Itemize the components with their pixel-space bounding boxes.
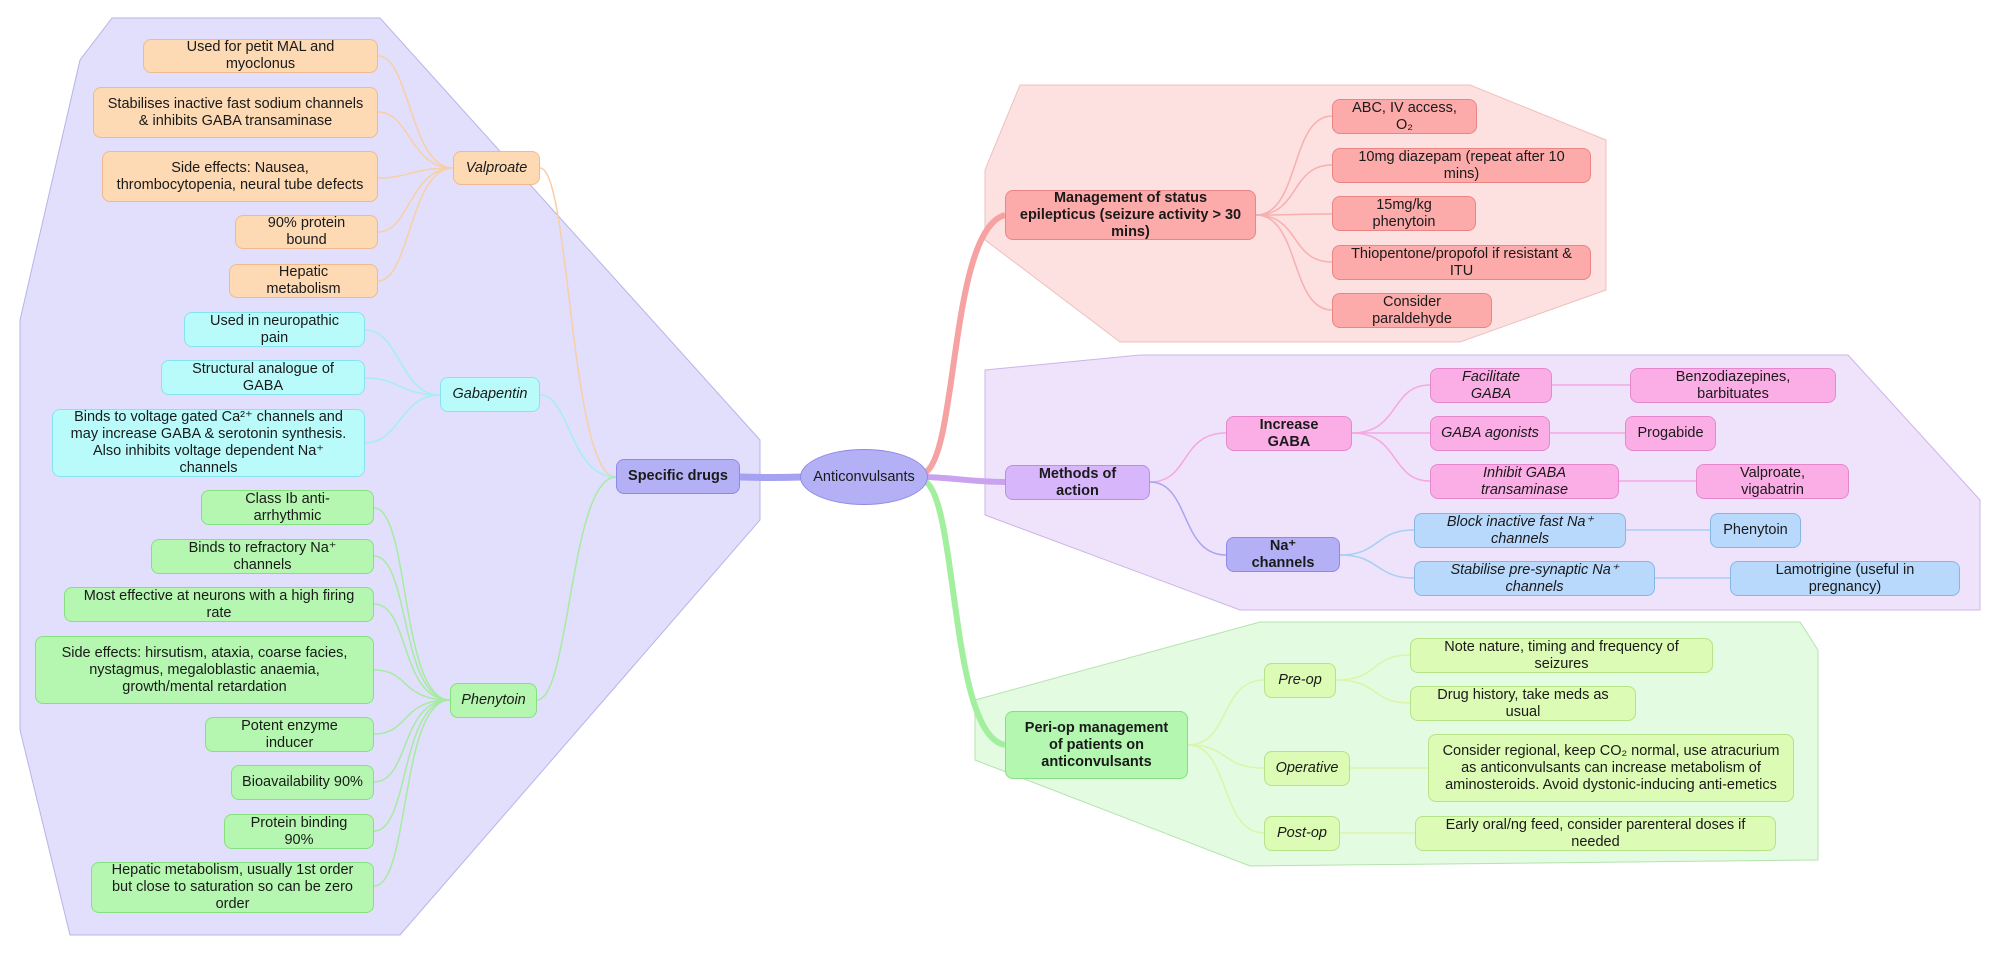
na-channels-node[interactable]: Na⁺ channels bbox=[1226, 537, 1340, 572]
phenytoin-point[interactable]: Potent enzyme inducer bbox=[205, 717, 374, 752]
phenytoin-point[interactable]: Protein binding 90% bbox=[224, 814, 374, 849]
na-example[interactable]: Lamotrigine (useful in pregnancy) bbox=[1730, 561, 1960, 596]
specific-drugs-node[interactable]: Specific drugs bbox=[616, 459, 740, 494]
gaba-mechanism[interactable]: GABA agonists bbox=[1430, 416, 1550, 451]
phenytoin-node[interactable]: Phenytoin bbox=[450, 683, 537, 718]
gabapentin-node[interactable]: Gabapentin bbox=[440, 377, 540, 412]
specific-drugs-region bbox=[19, 17, 761, 936]
na-links bbox=[1339, 529, 1730, 579]
peri-op-node[interactable]: Peri-op management of patients on antico… bbox=[1005, 711, 1188, 779]
valproate-point[interactable]: Stabilises inactive fast sodium channels… bbox=[93, 87, 378, 138]
status-step[interactable]: ABC, IV access, O₂ bbox=[1332, 99, 1477, 134]
na-example[interactable]: Phenytoin bbox=[1710, 513, 1801, 548]
phenytoin-point[interactable]: Binds to refractory Na⁺ channels bbox=[151, 539, 374, 574]
gaba-example[interactable]: Progabide bbox=[1625, 416, 1716, 451]
gabapentin-point[interactable]: Structural analogue of GABA bbox=[161, 360, 365, 395]
gaba-example[interactable]: Benzodiazepines, barbituates bbox=[1630, 368, 1836, 403]
phenytoin-point[interactable]: Hepatic metabolism, usually 1st order bu… bbox=[91, 862, 374, 913]
valproate-point[interactable]: Used for petit MAL and myoclonus bbox=[143, 39, 378, 73]
pre-op-node[interactable]: Pre-op bbox=[1264, 663, 1336, 698]
valproate-point[interactable]: 90% protein bound bbox=[235, 215, 378, 249]
increase-gaba-node[interactable]: Increase GABA bbox=[1226, 416, 1352, 451]
status-step[interactable]: 15mg/kg phenytoin bbox=[1332, 196, 1476, 231]
na-mechanism[interactable]: Block inactive fast Na⁺ channels bbox=[1414, 513, 1626, 548]
branch-specific-drugs bbox=[739, 473, 803, 481]
phenytoin-point[interactable]: Bioavailability 90% bbox=[231, 765, 374, 800]
gaba-mechanism[interactable]: Facilitate GABA bbox=[1430, 368, 1552, 403]
link-moa-na bbox=[1149, 481, 1227, 556]
link-specific-valproate bbox=[539, 167, 617, 478]
post-op-node[interactable]: Post-op bbox=[1264, 816, 1340, 851]
operative-node[interactable]: Operative bbox=[1264, 751, 1350, 786]
peri-links bbox=[1187, 654, 1428, 834]
status-links bbox=[1255, 115, 1333, 311]
status-step[interactable]: Consider paraldehyde bbox=[1332, 293, 1492, 328]
valproate-point[interactable]: Hepatic metabolism bbox=[229, 264, 378, 298]
phenytoin-point[interactable]: Class Ib anti-arrhythmic bbox=[201, 490, 374, 525]
gaba-example[interactable]: Valproate, vigabatrin bbox=[1696, 464, 1849, 499]
gabapentin-point[interactable]: Used in neuropathic pain bbox=[184, 312, 365, 347]
status-step[interactable]: Thiopentone/propofol if resistant & ITU bbox=[1332, 245, 1591, 280]
link-moa-gaba bbox=[1149, 432, 1227, 483]
status-epilepticus-node[interactable]: Management of status epilepticus (seizur… bbox=[1005, 190, 1256, 240]
operative-item[interactable]: Consider regional, keep CO₂ normal, use … bbox=[1428, 734, 1794, 802]
gabapentin-links bbox=[364, 329, 441, 444]
methods-of-action-node[interactable]: Methods of action bbox=[1005, 465, 1150, 500]
phenytoin-links bbox=[373, 507, 451, 887]
valproate-node[interactable]: Valproate bbox=[453, 151, 540, 185]
gaba-mechanism[interactable]: Inhibit GABA transaminase bbox=[1430, 464, 1619, 499]
phenytoin-point[interactable]: Side effects: hirsutism, ataxia, coarse … bbox=[35, 636, 374, 704]
status-step[interactable]: 10mg diazepam (repeat after 10 mins) bbox=[1332, 148, 1591, 183]
pre-op-item[interactable]: Drug history, take meds as usual bbox=[1410, 686, 1636, 721]
phenytoin-point[interactable]: Most effective at neurons with a high fi… bbox=[64, 587, 374, 622]
gaba-links bbox=[1351, 384, 1696, 482]
central-node[interactable]: Anticonvulsants bbox=[800, 449, 928, 505]
link-specific-gabapentin bbox=[539, 394, 617, 478]
branch-peri bbox=[923, 479, 1006, 748]
pre-op-item[interactable]: Note nature, timing and frequency of sei… bbox=[1410, 638, 1713, 673]
link-specific-phenytoin bbox=[536, 476, 617, 701]
branch-status bbox=[923, 212, 1007, 475]
gabapentin-point[interactable]: Binds to voltage gated Ca²⁺ channels and… bbox=[52, 409, 365, 477]
branch-moa bbox=[925, 474, 1006, 485]
valproate-links bbox=[377, 55, 454, 282]
valproate-point[interactable]: Side effects: Nausea, thrombocytopenia, … bbox=[102, 151, 378, 202]
post-op-item[interactable]: Early oral/ng feed, consider parenteral … bbox=[1415, 816, 1776, 851]
na-mechanism[interactable]: Stabilise pre-synaptic Na⁺ channels bbox=[1414, 561, 1655, 596]
